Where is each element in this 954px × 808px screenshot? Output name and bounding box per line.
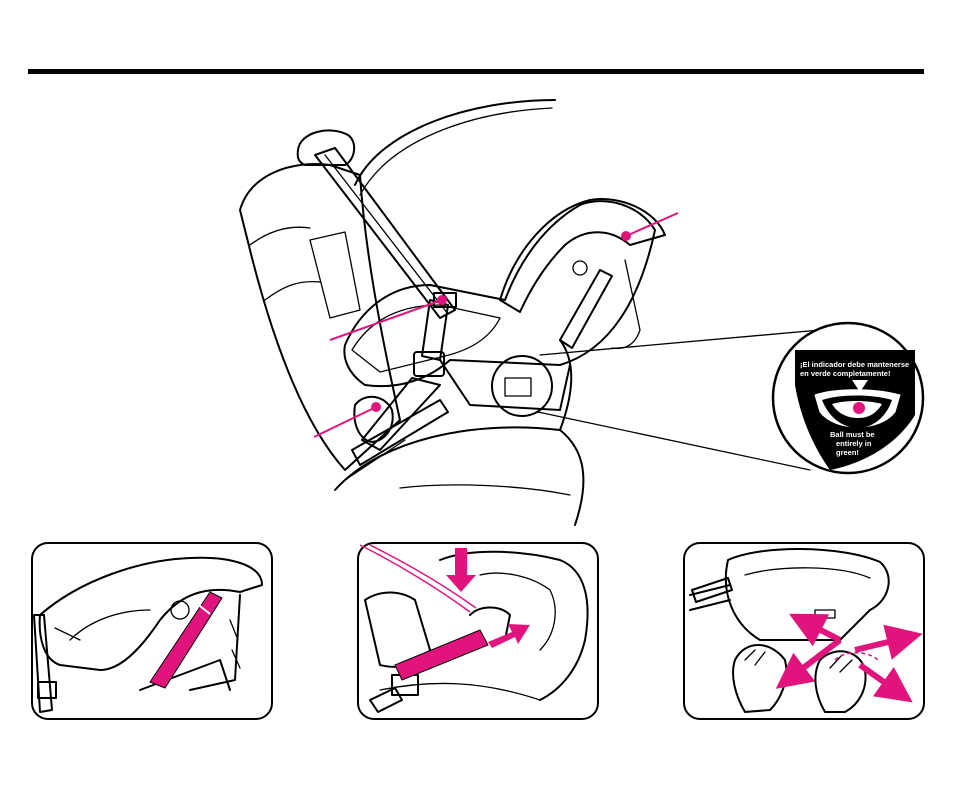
step-panel-3 (683, 542, 925, 720)
handle-strap-icon (149, 591, 223, 689)
indicator-spanish-line2: en verde completamente! (800, 369, 890, 378)
indicator-english-line1: Ball must be (830, 430, 875, 439)
step-panel-2 (357, 542, 599, 720)
shake-test-arrows-icon (775, 613, 923, 703)
indicator-spanish-line1: ¡El indicador debe mantenerse (800, 360, 909, 369)
indicator-english-line3: green! (836, 448, 859, 457)
pull-strap-arrow-icon (488, 624, 530, 648)
step-panel-1 (31, 542, 273, 720)
pointer-dot-handle (621, 231, 631, 241)
infant-car-seat (343, 198, 666, 417)
vehicle-seat-belt (314, 147, 457, 481)
callout-pointers (313, 212, 679, 438)
pointer-dot-belt (437, 295, 447, 305)
push-down-arrow-icon (446, 548, 476, 592)
indicator-ball-icon (853, 402, 865, 414)
vehicle-seat (239, 129, 585, 526)
level-indicator-callout: ¡El indicador debe mantenerse en verde c… (771, 321, 925, 475)
pointer-dot-clip (371, 402, 381, 412)
header-rule (28, 69, 924, 74)
main-illustration (239, 99, 821, 526)
indicator-english-line2: entirely in (836, 439, 872, 448)
